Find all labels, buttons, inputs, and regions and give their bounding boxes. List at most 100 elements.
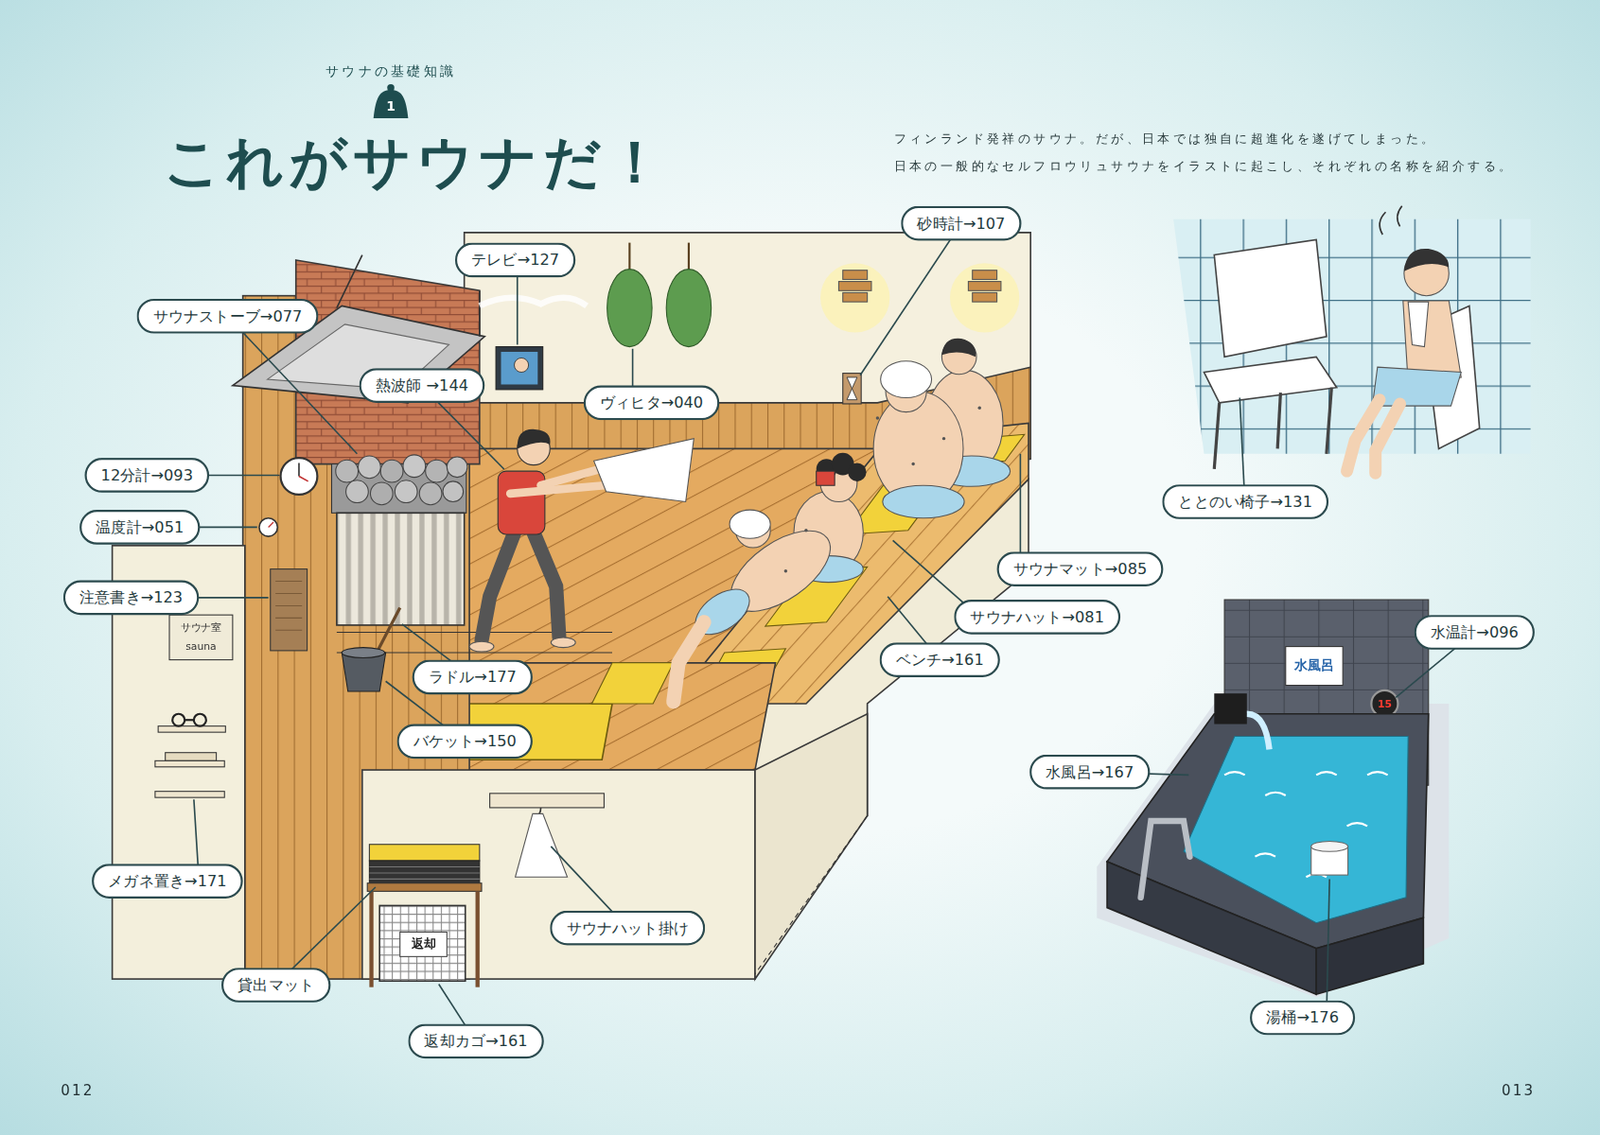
rest-area xyxy=(1213,239,1327,357)
television xyxy=(514,357,529,372)
callout-box: ヴィヒタ→040 xyxy=(583,386,720,422)
stove-wall xyxy=(336,255,363,309)
rest-area xyxy=(1204,356,1337,404)
intro-text: フィンランド発祥のサウナ。だが、日本では独自に超進化を遂げてしまった。 日本の一… xyxy=(894,124,1558,180)
vihta xyxy=(628,243,631,274)
callout-text: サウナマット→085 xyxy=(1013,553,1147,584)
cold-bath xyxy=(1247,714,1270,751)
section-heading: サウナの基礎知識 xyxy=(325,62,457,81)
mat-stack xyxy=(369,891,373,987)
heat-master xyxy=(481,530,560,641)
leader-line xyxy=(227,316,357,455)
hourglass xyxy=(843,373,862,405)
section-number: 1 xyxy=(386,98,396,114)
rest-area xyxy=(1173,206,1530,474)
lamp xyxy=(972,270,998,281)
lamp xyxy=(972,292,998,302)
heat-master xyxy=(469,429,694,652)
cold-bath xyxy=(1096,703,1449,999)
callout-box: サウナハット掛け xyxy=(549,911,705,947)
notice-board xyxy=(275,581,302,632)
cold-bath xyxy=(1371,690,1398,718)
glasses-shelf xyxy=(184,719,194,721)
heat-master xyxy=(517,429,551,450)
bather xyxy=(941,338,976,358)
callout-text: 12分計→093 xyxy=(101,459,194,491)
cold-bath xyxy=(1183,736,1408,923)
chapter-bell xyxy=(373,89,409,119)
sign-text: 水風呂 xyxy=(1294,656,1335,675)
callout-text: 水温計→096 xyxy=(1430,616,1519,648)
callout-box: 熱波師 →144 xyxy=(359,368,486,404)
cold-bath xyxy=(1141,821,1191,898)
left-wall xyxy=(755,714,868,980)
twelve-minute-clock xyxy=(298,476,309,482)
callout-box: 水風呂→167 xyxy=(1029,755,1150,791)
bather xyxy=(882,485,965,519)
return-basket xyxy=(379,905,466,982)
television xyxy=(495,347,544,390)
mat-stack xyxy=(475,891,480,987)
hourglass xyxy=(846,377,858,401)
bather xyxy=(978,406,982,410)
bather xyxy=(673,622,704,703)
lamp xyxy=(820,263,890,333)
callout-box: 貸出マット xyxy=(221,967,331,1003)
callout-box: バケット→150 xyxy=(396,724,532,760)
heat-master xyxy=(497,471,546,535)
callout-text: 注意書き→123 xyxy=(79,582,183,614)
page-number: 012 xyxy=(60,1082,94,1099)
notice-board xyxy=(270,569,308,651)
rest-area xyxy=(1326,387,1332,455)
callout-box: サウナハット→081 xyxy=(953,599,1121,635)
callout-text: ヴィヒタ→040 xyxy=(599,387,704,419)
callout-box: ととのい椅子→131 xyxy=(1161,484,1329,520)
ladle-and-bucket xyxy=(341,648,385,659)
bather xyxy=(880,361,932,399)
cold-bath xyxy=(1224,772,1389,878)
leader-line xyxy=(860,223,962,376)
cold-bath xyxy=(1213,693,1248,724)
sauna-stove xyxy=(335,459,359,483)
rest-area xyxy=(1407,301,1429,347)
bather xyxy=(911,462,915,466)
sauna-stove xyxy=(446,457,468,478)
cold-bath xyxy=(1316,917,1424,995)
thermometer xyxy=(259,518,278,537)
callout-text: メガネ置き→171 xyxy=(107,865,227,897)
callout-text: ラドル→177 xyxy=(428,662,517,693)
callout-text: ととのい椅子→131 xyxy=(1178,486,1312,517)
callout-box: ベンチ→161 xyxy=(879,642,1001,678)
mat-stack xyxy=(367,844,482,988)
return-basket xyxy=(379,905,466,982)
callout-box: ラドル→177 xyxy=(412,660,533,696)
bather xyxy=(729,509,771,539)
bather xyxy=(816,471,835,486)
twelve-minute-clock xyxy=(281,457,318,495)
page-title: これがサウナだ！ xyxy=(163,124,669,203)
callout-box: 砂時計→107 xyxy=(900,206,1021,242)
callout-box: 湯桶→176 xyxy=(1249,1001,1355,1037)
chapter-bell xyxy=(373,84,409,119)
hourglass xyxy=(843,373,862,405)
thermometer xyxy=(268,522,274,528)
callout-box: 水温計→096 xyxy=(1414,615,1535,651)
rest-area xyxy=(1173,219,1530,455)
water-temperature: 15 xyxy=(1377,698,1392,710)
callout-text: サウナハット→081 xyxy=(969,601,1104,633)
page-number: 013 xyxy=(1501,1082,1535,1099)
callout-text: ベンチ→161 xyxy=(896,644,985,675)
callout-text: 水風呂→167 xyxy=(1045,756,1134,788)
lamp xyxy=(838,281,872,292)
hat-hanger xyxy=(490,793,605,878)
callout-box: サウナストーブ→077 xyxy=(137,298,319,335)
mat-stack xyxy=(369,844,479,862)
glasses-shelf xyxy=(193,714,207,727)
mat-stack xyxy=(367,883,482,893)
ladle-and-bucket xyxy=(341,652,386,692)
callout-text: 貸出マット xyxy=(237,969,315,1001)
glasses-shelf xyxy=(155,791,225,798)
mat-stack xyxy=(369,861,479,884)
bather xyxy=(942,437,946,440)
